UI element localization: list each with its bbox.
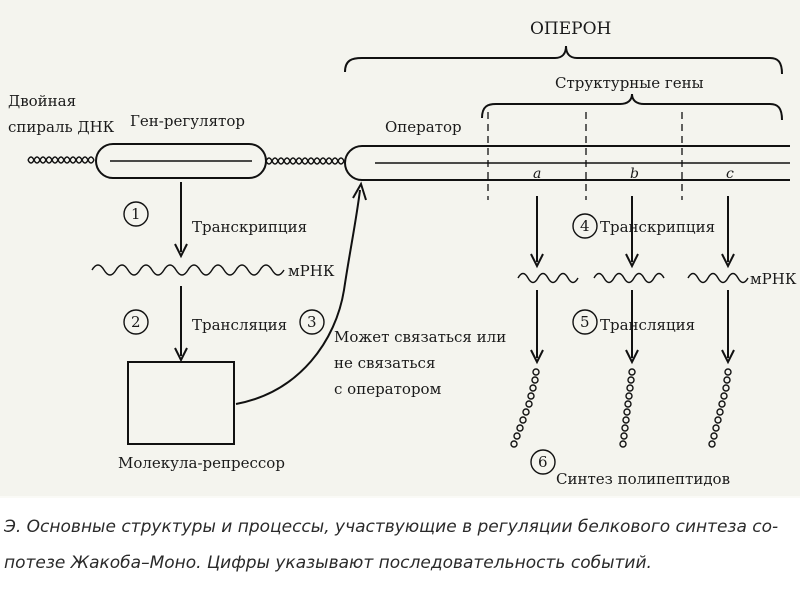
polypeptide-chain-a [510,368,540,448]
step-2-number: 2 [131,313,141,331]
structural-genes-brace [481,93,783,121]
translation-right-label: Трансляция [600,316,695,334]
dna-helix-middle [265,157,345,165]
operator-dna [344,145,790,181]
gene-c-label: c [726,166,734,182]
step-4-number: 4 [580,217,590,235]
polypeptide-chain-b [619,368,636,448]
gene-b-label: b [630,166,639,182]
translation-left-label: Трансляция [192,316,287,334]
mrna-left [91,264,285,276]
step-6-circle [530,449,556,475]
arrow-translation-b-head [625,349,639,365]
caption-panel [0,498,800,600]
dna-helix-left [27,156,95,164]
arrow-transcription-c-head [721,253,735,269]
step-2-circle [123,309,149,335]
step-1-circle [123,201,149,227]
dna-helix-left-strand2 [27,156,95,164]
transcription-left-label: Транскрипция [192,218,307,236]
mrna-b [593,272,665,284]
arrow-transcription-b-head [625,253,639,269]
arrow-translation-a-head [530,349,544,365]
dna-label-line1: Двойная [8,92,76,110]
step-5-number: 5 [580,313,590,331]
repressor-label: Молекула-репрессор [118,454,285,472]
dna-label-line2: спираль ДНК [8,118,115,136]
operator-label: Оператор [385,118,462,136]
dna-helix-middle-strand2 [265,157,345,165]
operon-title: ОПЕРОН [530,19,611,39]
arrow-translation-c-head [721,349,735,365]
gene-a-label: a [533,166,541,182]
mrna-left-label: мРНК [288,262,335,280]
structural-genes-label: Структурные гены [555,74,704,92]
repressor-box [127,361,235,445]
caption-line2: потезе Жакоба–Моно. Цифры указывают посл… [4,553,652,573]
step-6-number: 6 [538,453,548,471]
step-5-circle [572,309,598,335]
step-3-number: 3 [307,313,317,331]
mrna-right-label: мРНК [750,270,797,288]
arrow-translation-left-head [174,347,188,363]
polypeptide-chain-c [708,368,732,448]
operon-brace [344,45,783,75]
diagram-panel [0,0,800,496]
arrow-transcription-left-head [174,243,188,259]
may-bind-line3: с оператором [334,380,442,398]
may-bind-line1: Может связаться или [334,328,506,346]
synthesis-label: Синтез полипептидов [556,470,730,488]
caption-line1: Э. Основные структуры и процессы, участв… [3,517,778,537]
mrna-a [517,272,579,284]
step-4-circle [572,213,598,239]
step-3-circle [299,309,325,335]
may-bind-line2: не связаться [334,354,435,372]
arrow-repressor-operator [235,189,361,405]
mrna-c [687,272,749,284]
arrow-repressor-operator-head [352,181,367,201]
arrow-transcription-a-head [530,253,544,269]
step-1-number: 1 [131,205,141,223]
transcription-right-label: Транскрипция [600,218,715,236]
regulator-gene-label: Ген-регулятор [130,112,245,130]
